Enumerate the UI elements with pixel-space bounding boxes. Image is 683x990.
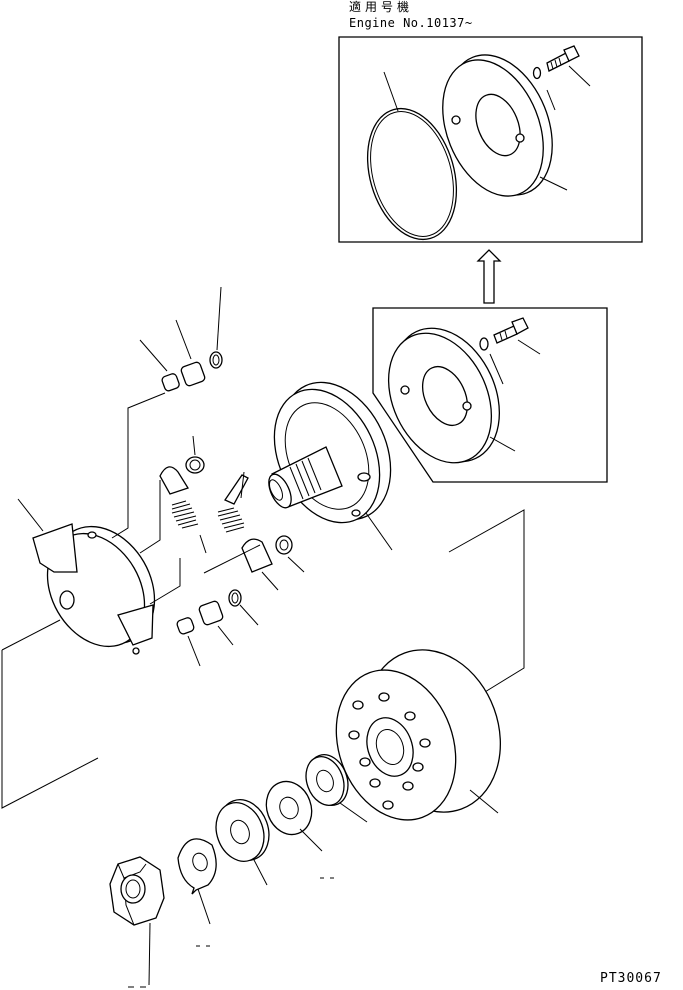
washer [534, 68, 541, 79]
applicable-label: 適用号機 [349, 0, 414, 14]
middle-seats [242, 536, 304, 590]
figure-code: PT30067 [600, 971, 662, 986]
replacement-arrow [478, 250, 500, 303]
drum [316, 631, 522, 837]
detail-box-new-version [339, 37, 642, 250]
bolt [547, 46, 579, 71]
lower-bushings [176, 590, 258, 666]
cover-plate [424, 39, 572, 211]
washer-old [480, 338, 488, 350]
washers [178, 749, 367, 946]
split-carrier [18, 499, 175, 664]
cover-plate-old [369, 311, 520, 480]
o-ring [353, 98, 471, 250]
nut [110, 857, 164, 987]
detail-box-old-version [369, 308, 607, 482]
upper-bushings [140, 287, 222, 392]
engine-number-label: Engine No.10137~ [349, 16, 473, 30]
springs [160, 436, 248, 553]
bolt-old [494, 318, 528, 343]
housing-with-shaft [254, 365, 412, 550]
connection-lines [2, 393, 524, 808]
